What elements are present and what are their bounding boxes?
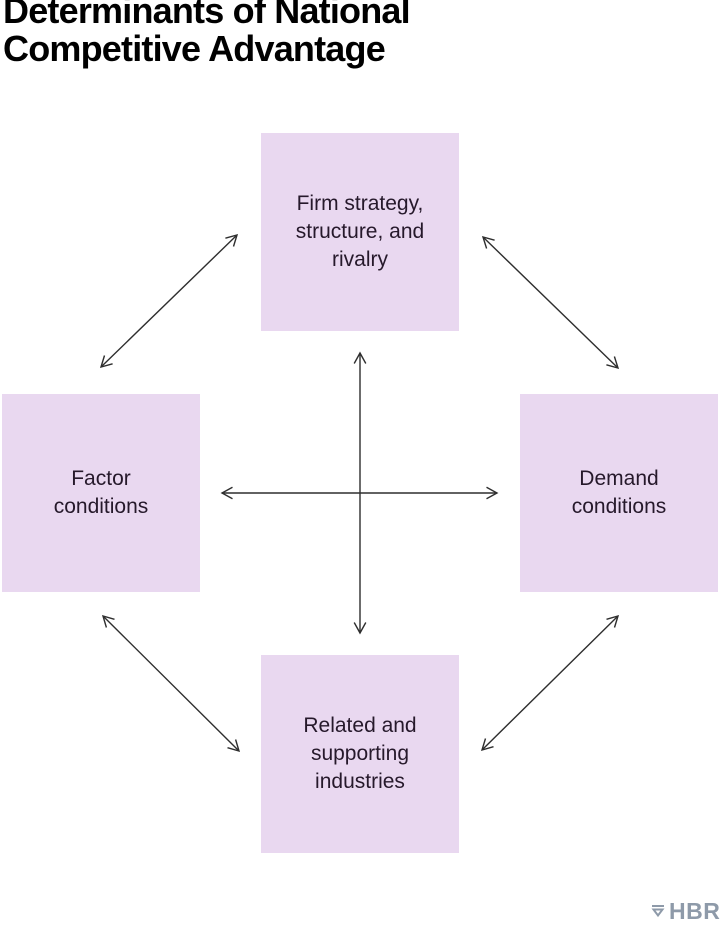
hbr-shield-icon (650, 903, 666, 919)
edge-arrow-bottom-right (480, 614, 620, 752)
node-firm-strategy-label: Firm strategy, structure, and rivalry (295, 192, 425, 271)
hbr-logo: HBR (650, 898, 720, 924)
edge-arrow-horizontal (220, 486, 499, 500)
node-demand-conditions-label: Demand conditions (571, 467, 667, 518)
node-firm-strategy: Firm strategy, structure, and rivalry (261, 133, 459, 331)
page-title-line-2: Competitive Advantage (3, 28, 386, 69)
edge-arrow-vertical (353, 351, 367, 635)
node-related-supporting-industries-label: Related and supporting industries (303, 714, 417, 793)
node-related-supporting-industries: Related and supporting industries (261, 655, 459, 853)
edge-arrow-bottom-left (101, 614, 241, 753)
node-factor-conditions-label: Factor conditions (53, 467, 149, 518)
node-factor-conditions: Factor conditions (2, 394, 200, 592)
hbr-logo-text: HBR (669, 898, 720, 924)
node-demand-conditions: Demand conditions (520, 394, 718, 592)
edge-arrow-top-left (99, 233, 239, 369)
edge-arrow-top-right (481, 235, 620, 370)
page-title: Determinants of National Competitive Adv… (3, 0, 411, 69)
page-title-line-1: Determinants of National (3, 0, 411, 31)
